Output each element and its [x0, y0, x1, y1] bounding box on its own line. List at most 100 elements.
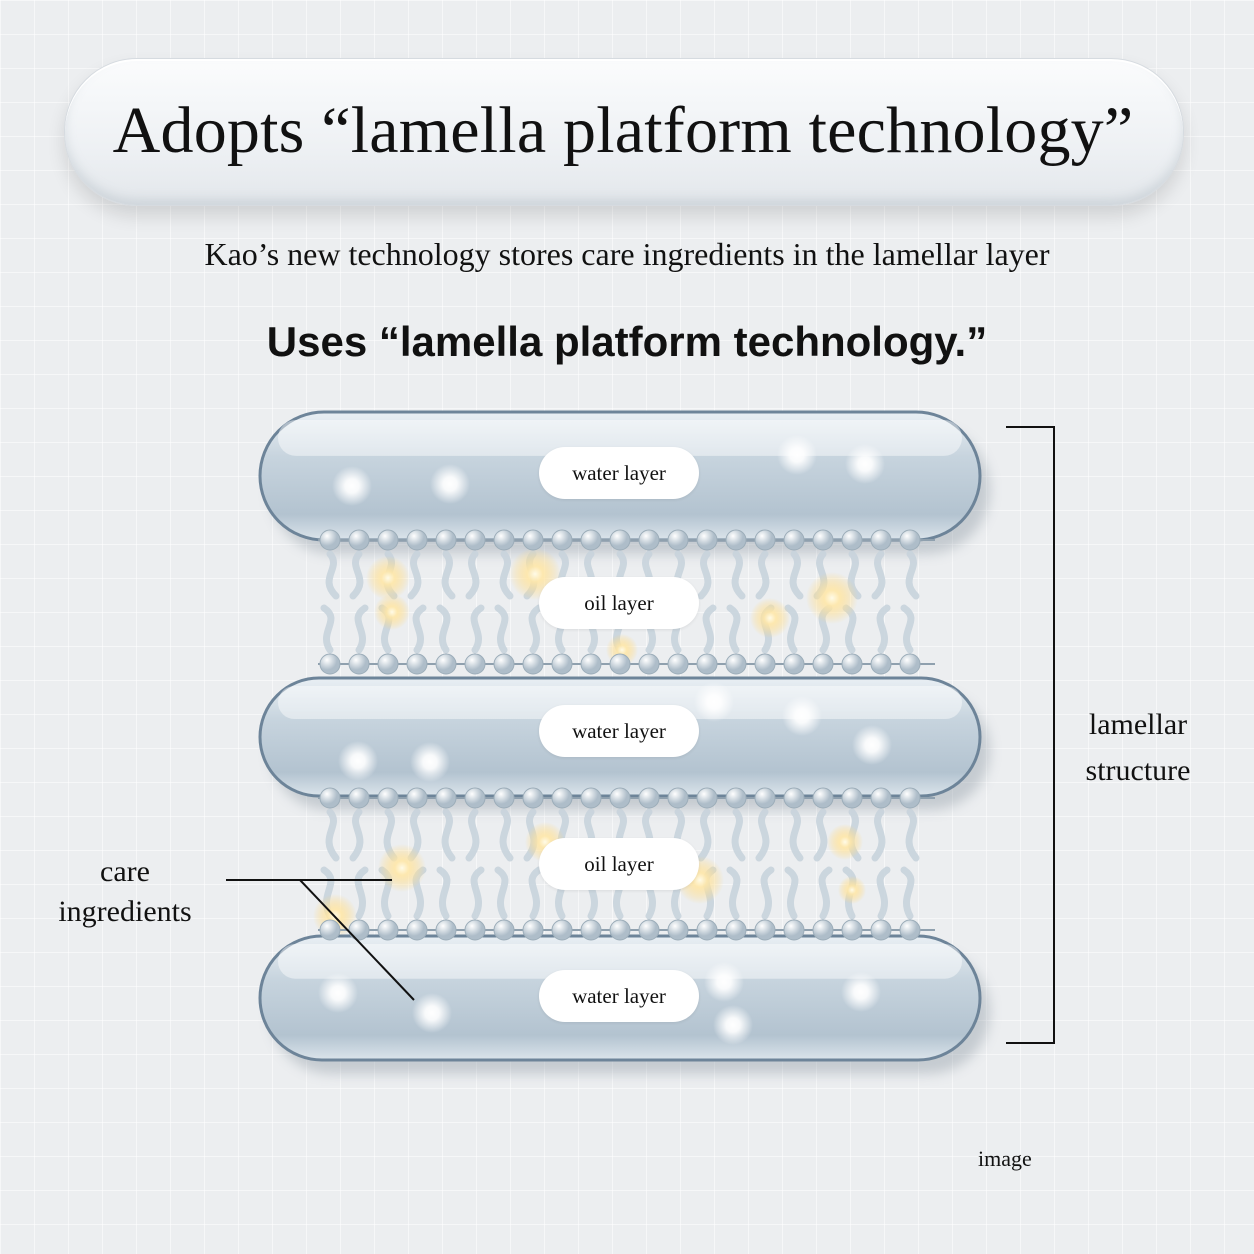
lipid-head — [667, 787, 689, 809]
water-layer-label-1: water layer — [539, 447, 699, 499]
lipid-head — [783, 653, 805, 675]
title-banner — [64, 58, 1184, 206]
diagram-heading: Uses “lamella platform technology.” — [266, 318, 988, 365]
lipid-head — [783, 529, 805, 551]
lipid-tail — [499, 550, 514, 600]
page-title: Adopts “lamella platform technology” — [112, 94, 1134, 167]
lipid-head — [841, 787, 863, 809]
lipid-head — [348, 919, 370, 941]
lipid-head — [406, 653, 428, 675]
lipid-head — [522, 529, 544, 551]
lipid-head — [435, 653, 457, 675]
image-caption: image — [978, 1146, 1032, 1171]
lipid-head — [899, 787, 921, 809]
lipid-head — [348, 787, 370, 809]
lipid-tail — [470, 866, 485, 920]
lipid-tail — [349, 808, 364, 862]
oil-layer-label-1: oil layer — [539, 577, 699, 629]
lipid-tail — [465, 550, 480, 600]
lipid-tail — [818, 866, 833, 920]
water-ingredient-glow — [841, 972, 881, 1012]
water-ingredient-glow — [410, 742, 450, 782]
water-ingredient-glow — [318, 973, 358, 1013]
lipid-head — [406, 787, 428, 809]
lipid-head — [493, 787, 515, 809]
lipid-head — [696, 787, 718, 809]
lipid-head — [551, 919, 573, 941]
lipid-head — [377, 653, 399, 675]
lipid-tail — [813, 808, 828, 862]
care-ingredient-glow — [827, 824, 863, 860]
lipid-head — [493, 529, 515, 551]
lipid-head — [696, 919, 718, 941]
lipid-head — [899, 653, 921, 675]
lipid-head — [638, 529, 660, 551]
care-ingredient-glow — [838, 876, 866, 904]
lipid-tail — [697, 550, 712, 600]
lipid-head — [783, 919, 805, 941]
lipid-tail — [905, 808, 920, 862]
lipid-tail — [697, 808, 712, 862]
lipid-head — [348, 653, 370, 675]
lipid-tail — [731, 550, 746, 600]
care-ingredient-glow — [374, 594, 410, 630]
lipid-tail — [876, 604, 891, 654]
care-ingredient-glow — [750, 598, 790, 638]
care-ingredients-line-2: ingredients — [58, 895, 192, 928]
lipid-tail — [871, 550, 886, 600]
lipid-head — [580, 653, 602, 675]
lipid-head — [841, 529, 863, 551]
lipid-tail — [465, 808, 480, 862]
lipid-tail — [789, 550, 804, 600]
lipid-head — [522, 653, 544, 675]
lipid-head — [725, 653, 747, 675]
lipid-tail — [436, 866, 451, 920]
water-ingredient-glow — [430, 464, 470, 504]
lipid-tail — [726, 866, 741, 920]
lipid-head — [899, 919, 921, 941]
lipid-tail — [905, 550, 920, 600]
lipid-head — [464, 787, 486, 809]
lipid-head — [609, 787, 631, 809]
lipid-tail — [731, 808, 746, 862]
lipid-tail — [871, 808, 886, 862]
lipid-head — [754, 653, 776, 675]
lipid-head — [899, 529, 921, 551]
lipid-head — [725, 787, 747, 809]
lipid-head — [725, 919, 747, 941]
lipid-head — [638, 653, 660, 675]
water-layer-label-2: water layer — [539, 705, 699, 757]
lipid-tail — [470, 604, 485, 654]
water-capsule-highlight-3 — [278, 944, 962, 979]
lipid-tail — [354, 866, 369, 920]
lipid-tail — [436, 604, 451, 654]
lipid-head — [609, 529, 631, 551]
lipid-tail — [755, 808, 770, 862]
lipid-tail — [528, 866, 543, 920]
lipid-head — [754, 529, 776, 551]
lipid-tail — [441, 808, 456, 862]
oil-layer-label-2: oil layer — [539, 838, 699, 890]
lipid-head — [609, 919, 631, 941]
lipid-head — [812, 653, 834, 675]
lipid-head — [319, 919, 341, 941]
water-ingredient-glow — [694, 682, 734, 722]
care-ingredients-line-1: care — [100, 855, 150, 888]
lipid-tail — [494, 866, 509, 920]
lipid-head — [493, 919, 515, 941]
lipid-head — [667, 529, 689, 551]
water-ingredient-glow — [332, 466, 372, 506]
lipid-head — [493, 653, 515, 675]
lipid-head — [464, 919, 486, 941]
lipid-head — [348, 529, 370, 551]
care-ingredients-label: care ingredients — [40, 852, 210, 932]
lipid-tail — [354, 604, 369, 654]
lipid-tail — [760, 866, 775, 920]
lipid-head — [783, 787, 805, 809]
care-ingredient-glow — [806, 572, 858, 624]
water-ingredient-glow — [713, 1005, 753, 1045]
lipid-head — [319, 529, 341, 551]
lipid-head — [580, 919, 602, 941]
lamellar-structure-line-2: structure — [1085, 754, 1191, 787]
lipid-tail — [784, 866, 799, 920]
